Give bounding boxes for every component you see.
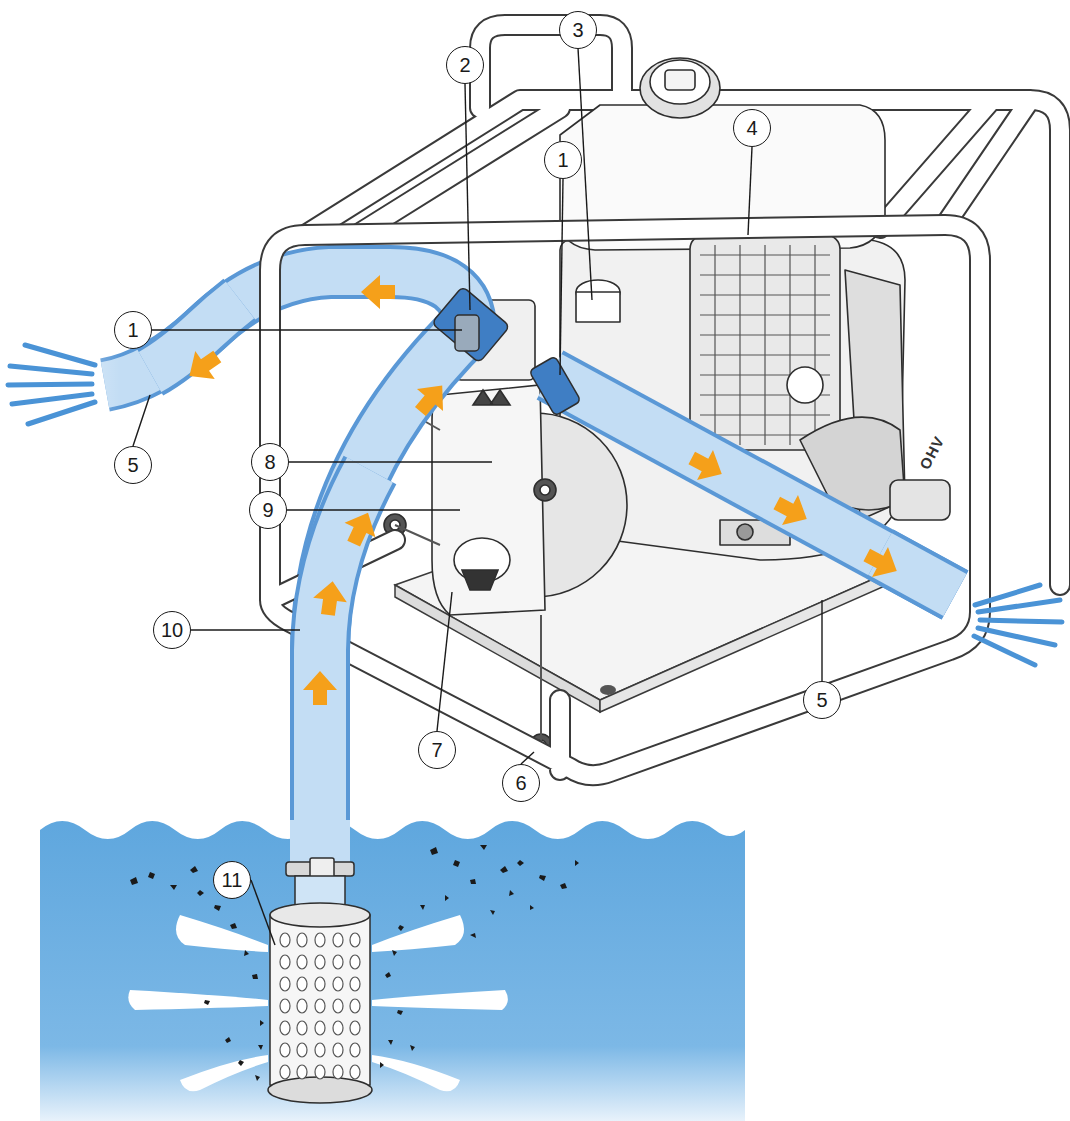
callout-circle: 8 [251,443,289,481]
callout-number: 4 [746,118,757,138]
callout-circle: 5 [803,681,841,719]
callout-number: 8 [264,452,275,472]
frame-front [270,225,980,775]
flow-arrows [180,275,905,890]
frame-back [305,25,1060,585]
callout-circle: 10 [153,611,191,649]
callout-circle: 2 [446,46,484,84]
water-body [40,821,745,1121]
callout-circle: 5 [114,446,152,484]
leader-lines [133,48,822,945]
strainer [268,820,372,1103]
callout-circle: 9 [249,491,287,529]
callout-number: 9 [262,500,273,520]
callout-circle: 7 [418,731,456,769]
debris [130,845,579,1081]
callout-number: 2 [459,55,470,75]
hose-front [150,300,955,700]
callout-number: 6 [515,773,526,793]
callout-circle: 6 [502,764,540,802]
callout-number: 10 [161,620,183,640]
callout-number: 1 [557,150,568,170]
callout-circle: 11 [213,861,251,899]
engine-plate-text: OHV [916,432,948,471]
inflow-jets [128,915,508,1091]
callout-number: 5 [816,690,827,710]
callout-circle: 4 [733,109,771,147]
hose-fade [0,340,120,420]
callout-number: 11 [222,870,243,890]
callout-number: 5 [127,455,138,475]
water-spray [8,345,1062,665]
callout-number: 1 [127,320,138,340]
callout-circle: 1 [544,141,582,179]
callout-number: 3 [572,20,583,40]
callout-number: 7 [431,740,442,760]
callout-circle: 1 [114,311,152,349]
callout-circle: 3 [559,11,597,49]
hoses [105,272,955,860]
